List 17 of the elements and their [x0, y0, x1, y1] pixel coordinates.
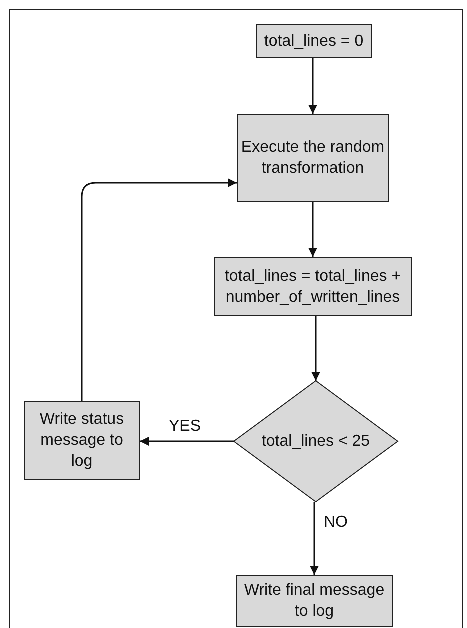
arrow: [308, 58, 318, 114]
process-box: [24, 401, 140, 480]
node-text: Write final message to log: [243, 581, 386, 622]
process-box: [256, 24, 372, 58]
arrow: [308, 202, 318, 257]
process-box: [237, 114, 389, 202]
node-text: total_lines = 0: [264, 32, 364, 52]
node-text: total_lines < 25: [262, 432, 370, 452]
arrow: [140, 437, 234, 446]
process-box: [236, 575, 393, 627]
arrow: [81, 178, 237, 401]
arrow: [312, 316, 320, 381]
arrow: [310, 502, 319, 575]
process-box: [214, 257, 412, 316]
node-text: total_lines = total_lines + number_of_written_lines: [224, 266, 402, 308]
node-text: Execute the random transformation: [241, 138, 385, 179]
node-text: Write status message to log: [38, 410, 126, 472]
